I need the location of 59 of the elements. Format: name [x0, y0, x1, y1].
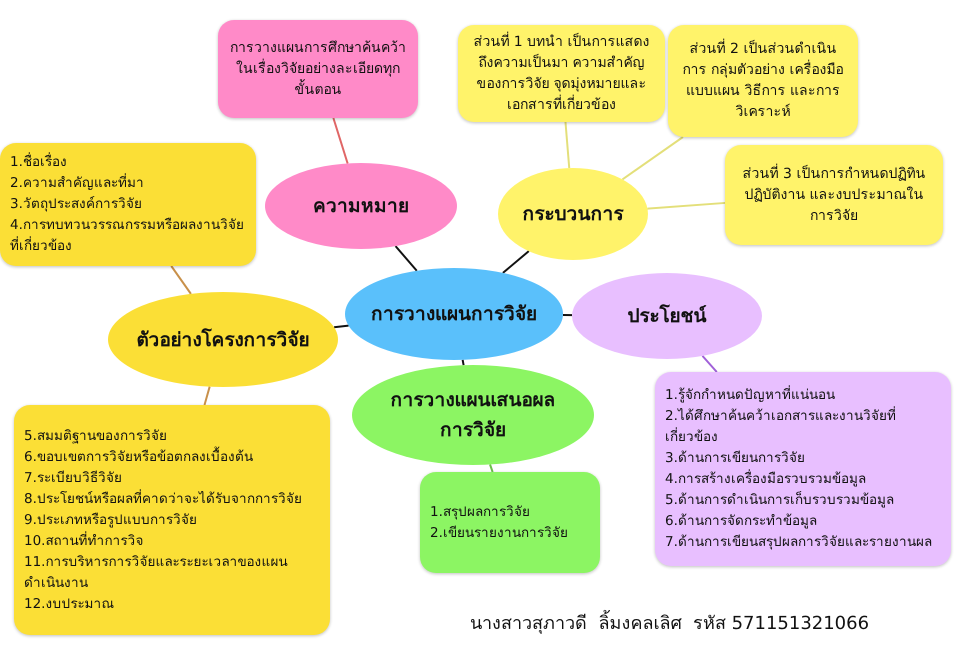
- list-item: 5.สมมติฐานของการวิจัย: [24, 426, 168, 446]
- list-item: 11.การบริหารการวิจัยและระยะเวลาของแผนดำเนินงาน: [24, 552, 288, 592]
- list-item: 3.วัตถุประสงค์การวิจัย: [10, 195, 143, 214]
- note-text: ส่วนที่ 2 เป็นส่วนดำเนินการ กลุ่มตัวอย่าง เครื่องมือ แบบแผน วิธีการ และการวิเคราะห์: [680, 39, 846, 123]
- connector-line: [489, 464, 494, 472]
- topic-label: กระบวนการ: [522, 202, 624, 227]
- list-item: 5.ด้านการดำเนินการเก็บรวบรวมข้อมูล: [665, 490, 895, 510]
- list-item: 2.ความสำคัญและที่มา: [10, 173, 145, 193]
- connector-line: [702, 355, 718, 373]
- connector-line: [204, 386, 211, 406]
- author-caption: นางสาวสุภาวดี ลิ้มงคลเลิศ รหัส 571151321066: [470, 608, 870, 637]
- list-item: 7.ระเบียบวิธีวิจัย: [24, 468, 123, 488]
- note-box: [668, 25, 858, 137]
- topic-ellipse: [108, 292, 338, 387]
- list-item: 10.สถานที่ทำการวิจ: [24, 530, 144, 550]
- list-item: 4.การทบทวนวรรณกรรมหรือผลงานวิจัยที่เกี่ยวข้อง: [10, 216, 245, 256]
- connector-line: [332, 118, 349, 164]
- list-item: 12.งบประมาณ: [24, 594, 116, 614]
- topic-ellipse: [572, 273, 762, 359]
- topic-label: การวางแผนเสนอผลการวิจัย: [390, 388, 556, 443]
- list-item: 6.ขอบเขตการวิจัยหรือข้อตกลงเบื้องต้น: [24, 446, 254, 466]
- connector-line: [170, 265, 192, 294]
- list-item: 1.สรุปผลการวิจัย: [430, 502, 531, 522]
- connector-line: [562, 314, 572, 316]
- topic-label: ตัวอย่างโครงการวิจัย: [136, 327, 310, 352]
- connector-line: [564, 122, 570, 168]
- topic-ellipse: [498, 168, 648, 260]
- topic-ellipse: [352, 365, 594, 465]
- note-box: [14, 405, 330, 635]
- list-item: 8.ประโยชน์หรือผลที่คาดว่าจะได้รับจากการวิจัย: [24, 488, 303, 508]
- note-box: [655, 372, 951, 566]
- topic-ellipse: [345, 268, 563, 360]
- note-box: [420, 472, 600, 573]
- list-item: 2.เขียนรายงานการวิจัย: [430, 524, 569, 542]
- connector-line: [394, 245, 418, 272]
- connector-line: [502, 250, 530, 274]
- connector-line: [647, 202, 726, 210]
- list-item: 6.ด้านการจัดกระทำข้อมูล: [665, 512, 818, 531]
- list-item: 1.ชื่อเรื่อง: [10, 152, 68, 172]
- list-item: 3.ด้านการเขียนการวิจัย: [665, 449, 806, 468]
- connector-line: [622, 136, 684, 180]
- note-box: [0, 143, 256, 266]
- list-item: 4.การสร้างเครื่องมือรวบรวมข้อมูล: [665, 469, 867, 489]
- topic-label: ความหมาย: [313, 194, 409, 219]
- list-item: 9.ประเภทหรือรูปแบบการวิจัย: [24, 510, 198, 530]
- note-box: [458, 25, 665, 122]
- note-text: ส่วนที่ 1 บทนำ เป็นการแสดงถึงความเป็นมา ความสำคัญของการวิจัย จุดมุ่งหมายและเอกสารที่เกี่ยวข้อง: [472, 32, 651, 114]
- list-item: 1.รู้จักกำหนดปัญหาที่แน่นอน: [665, 385, 836, 405]
- topic-ellipse: [265, 163, 457, 249]
- note-box: [218, 20, 418, 118]
- note-text: การวางแผนการศึกษาค้นคว้าในเรื่องวิจัยอย่างละเอียดทุกขั้นตอน: [230, 38, 406, 100]
- list-item: 7.ด้านการเขียนสรุปผลการวิจัยและรายงานผล: [665, 533, 933, 552]
- list-item: 2.ได้ศึกษาค้นคว้าเอกสารและงานวิจัยที่เกี่ยวข้อง: [665, 406, 897, 447]
- connector-line: [334, 324, 349, 328]
- note-text: ส่วนที่ 3 เป็นการกำหนดปฏิทินปฏิบัติงาน และงบประมาณในการวิจัย: [742, 164, 926, 226]
- connector-line: [462, 360, 465, 366]
- topic-label: ประโยชน์: [628, 303, 706, 329]
- note-box: [725, 145, 943, 245]
- topic-label: การวางแผนการวิจัย: [371, 302, 537, 327]
